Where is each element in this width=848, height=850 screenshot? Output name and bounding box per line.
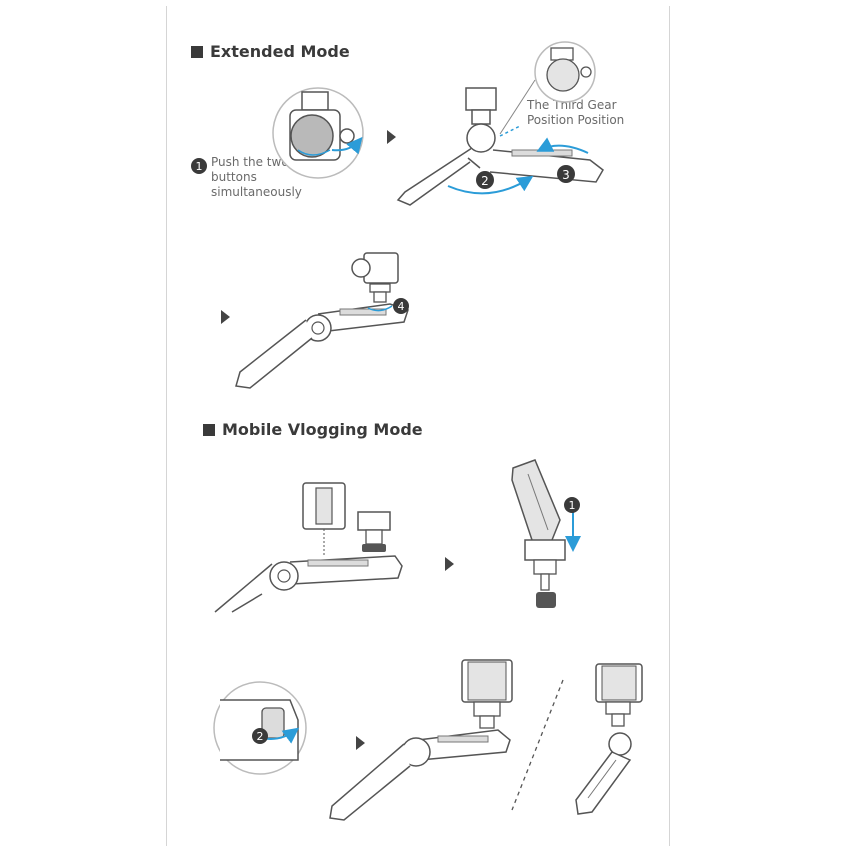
svg-text:4: 4 xyxy=(398,300,405,313)
tripod-folded-icon xyxy=(511,459,581,608)
step-badge xyxy=(393,298,409,314)
tripod-icon xyxy=(396,87,604,206)
camera-icon xyxy=(235,252,409,389)
phone-clamp-icon xyxy=(214,482,403,613)
heading-square-icon xyxy=(203,423,215,436)
svg-text:1: 1 xyxy=(569,499,576,512)
callout-push-buttons: Push the two buttons simultaneously xyxy=(211,155,302,199)
step-badge xyxy=(252,728,268,744)
svg-text:1: 1 xyxy=(196,160,203,173)
step-badge xyxy=(557,165,575,183)
step-badge xyxy=(191,158,207,174)
arrow-right-icon xyxy=(356,736,365,750)
arrow-right-icon xyxy=(445,557,454,571)
arrow-right-icon xyxy=(387,130,396,144)
zoom-detail-buttons xyxy=(272,87,364,179)
section-heading-vlogging: Mobile Vlogging Mode xyxy=(203,420,423,439)
phone-extended-icon xyxy=(329,659,513,821)
arrow-right-icon xyxy=(221,310,230,324)
heading-square-icon xyxy=(191,45,203,58)
svg-text:2: 2 xyxy=(257,730,264,743)
callout-third-gear: The Third Gear Position Position xyxy=(527,98,625,127)
phone-handheld-icon xyxy=(575,663,643,815)
step-badge xyxy=(564,497,580,513)
zoom-detail-gear xyxy=(499,41,596,135)
svg-text:2: 2 xyxy=(481,174,489,188)
svg-text:3: 3 xyxy=(562,168,570,182)
section-heading-extended: Extended Mode xyxy=(191,42,350,61)
step-badge xyxy=(476,171,494,189)
divider-dashed xyxy=(511,679,564,811)
